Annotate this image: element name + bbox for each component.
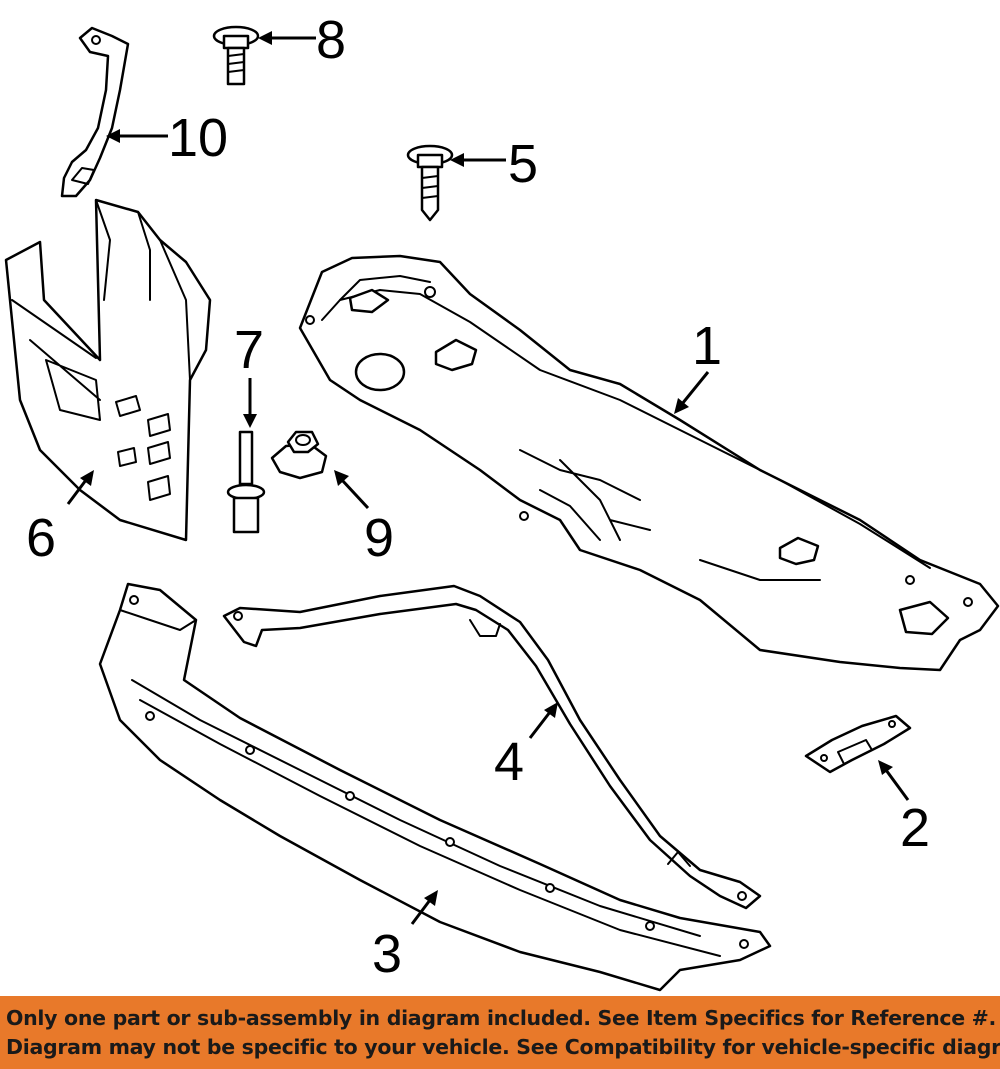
part-5-bolt xyxy=(406,144,454,222)
leader-9 xyxy=(340,478,370,510)
part-4-brace xyxy=(222,584,762,910)
arrowhead-8 xyxy=(258,31,272,45)
callout-5: 5 xyxy=(508,134,538,194)
arrowhead-4 xyxy=(544,702,558,718)
callout-3: 3 xyxy=(372,924,402,984)
arrowhead-6 xyxy=(80,470,94,486)
notice-line-1: Only one part or sub-assembly in diagram… xyxy=(6,1006,997,1030)
part-3-support xyxy=(98,582,772,992)
arrowhead-7 xyxy=(243,414,257,428)
part-7-stud xyxy=(226,430,266,534)
callout-1: 1 xyxy=(692,316,722,376)
leader-6 xyxy=(66,479,88,505)
part-9-nut xyxy=(270,430,328,480)
part-10-bracket xyxy=(60,26,130,198)
arrowhead-10 xyxy=(106,129,120,143)
arrowhead-9 xyxy=(334,470,349,486)
callout-7: 7 xyxy=(234,320,264,380)
leader-3 xyxy=(410,899,432,925)
leader-2 xyxy=(884,769,910,801)
callout-10: 10 xyxy=(168,108,228,168)
notice-line-2: Diagram may not be specific to your vehi… xyxy=(6,1035,1000,1059)
part-8-bolt xyxy=(212,25,260,86)
callout-4: 4 xyxy=(494,732,524,792)
part-6-shield xyxy=(4,198,212,542)
leader-4 xyxy=(528,711,552,739)
callout-6: 6 xyxy=(26,508,56,568)
arrowhead-5 xyxy=(450,153,464,167)
arrowhead-3 xyxy=(424,890,438,906)
arrowhead-1 xyxy=(674,398,689,414)
callout-9: 9 xyxy=(364,508,394,568)
notice-banner: Only one part or sub-assembly in diagram… xyxy=(0,996,1000,1069)
callout-8: 8 xyxy=(316,10,346,70)
callout-2: 2 xyxy=(900,798,930,858)
leader-arrows xyxy=(66,31,910,925)
callout-labels: 8 10 5 7 1 6 9 4 2 3 xyxy=(26,10,930,984)
arrowhead-2 xyxy=(878,760,893,775)
exploded-parts-diagram: 8 10 5 7 1 6 9 4 2 3 xyxy=(4,10,1000,992)
leader-1 xyxy=(680,371,710,405)
part-1-cover xyxy=(298,254,1000,672)
part-2-bracket xyxy=(804,714,912,774)
